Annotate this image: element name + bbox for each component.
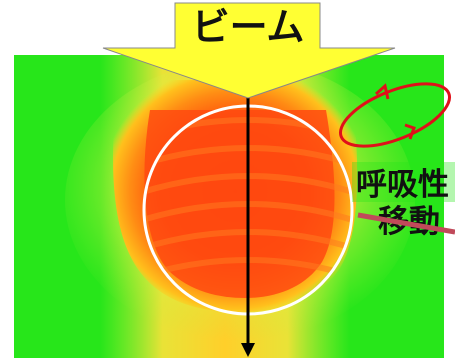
strikethrough-line <box>357 212 455 235</box>
motion-loop-icon <box>338 82 452 148</box>
beam-label: ビーム <box>192 5 305 49</box>
beam-arrow-icon <box>102 2 396 99</box>
beam-axis-arrowhead-icon <box>241 343 255 357</box>
respiratory-label-line1: 呼吸性 <box>356 167 449 203</box>
